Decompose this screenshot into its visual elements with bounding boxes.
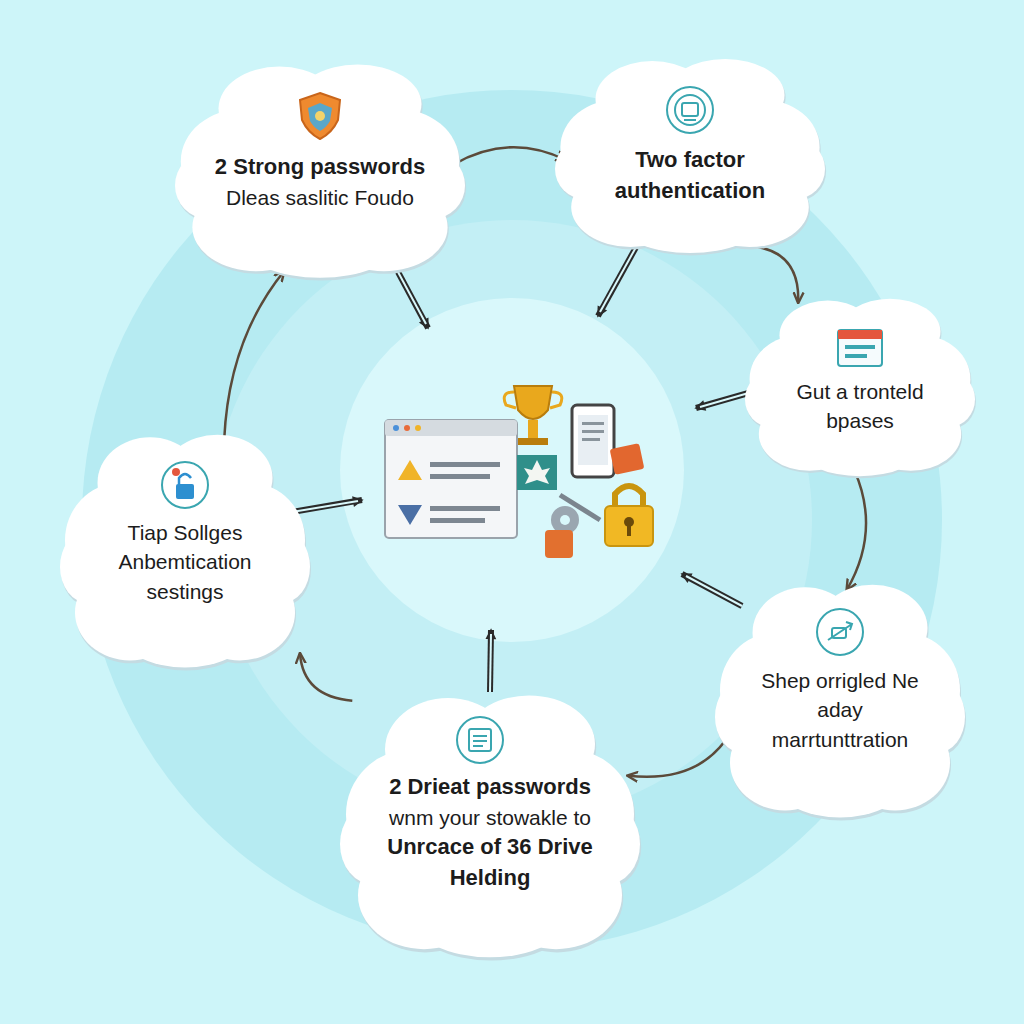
node-heading: Shep orrigled Ne aday marrtunttration: [748, 666, 932, 754]
cloud-node: 2 Drieat passwordswnm your stowakle toUn…: [340, 690, 640, 960]
outer-ring: [82, 90, 942, 950]
node-heading: Two factor authentication: [590, 145, 790, 207]
center-circle: [340, 298, 684, 642]
calendar-icon: [838, 330, 882, 366]
cycle-arrow: [628, 741, 725, 777]
cloud-node: 2 Strong passwordsDleas saslitic Foudo: [175, 60, 465, 280]
node-heading: Tiap Sollges Anbemtication sestings: [93, 518, 277, 606]
center-arrows: [292, 240, 752, 692]
document-icon: [457, 717, 503, 763]
node-heading: 2 Strong passwords: [213, 152, 427, 183]
cycle-arrow: [847, 471, 866, 590]
node-text: Unrcace of 36 Drive Helding: [379, 832, 601, 894]
cycle-arrow: [758, 247, 799, 302]
shield-icon: [300, 93, 340, 139]
node-text: wnm your stowakle to: [379, 803, 601, 832]
cloud-node: Gut a tronteld bpases: [745, 295, 975, 478]
center-illustration: [385, 386, 653, 558]
sync-icon: [817, 609, 863, 655]
node-text: Dleas saslitic Foudo: [213, 183, 427, 212]
cloud-shape: [60, 430, 310, 670]
middle-ring: [212, 220, 812, 820]
fingerprint-icon: [667, 87, 713, 133]
cycle-arrow: [300, 654, 352, 701]
cycle-arrow: [224, 271, 284, 439]
node-heading: 2 Drieat passwords: [379, 772, 601, 803]
node-heading: Gut a tronteld bpases: [775, 377, 945, 436]
cloud-node: Shep orrigled Ne aday marrtunttration: [715, 580, 965, 820]
lock-icon: [162, 462, 208, 508]
cycle-arrow: [453, 147, 565, 164]
cloud-node: Tiap Sollges Anbemtication sestings: [60, 430, 310, 670]
cloud-node: Two factor authentication: [555, 55, 825, 255]
